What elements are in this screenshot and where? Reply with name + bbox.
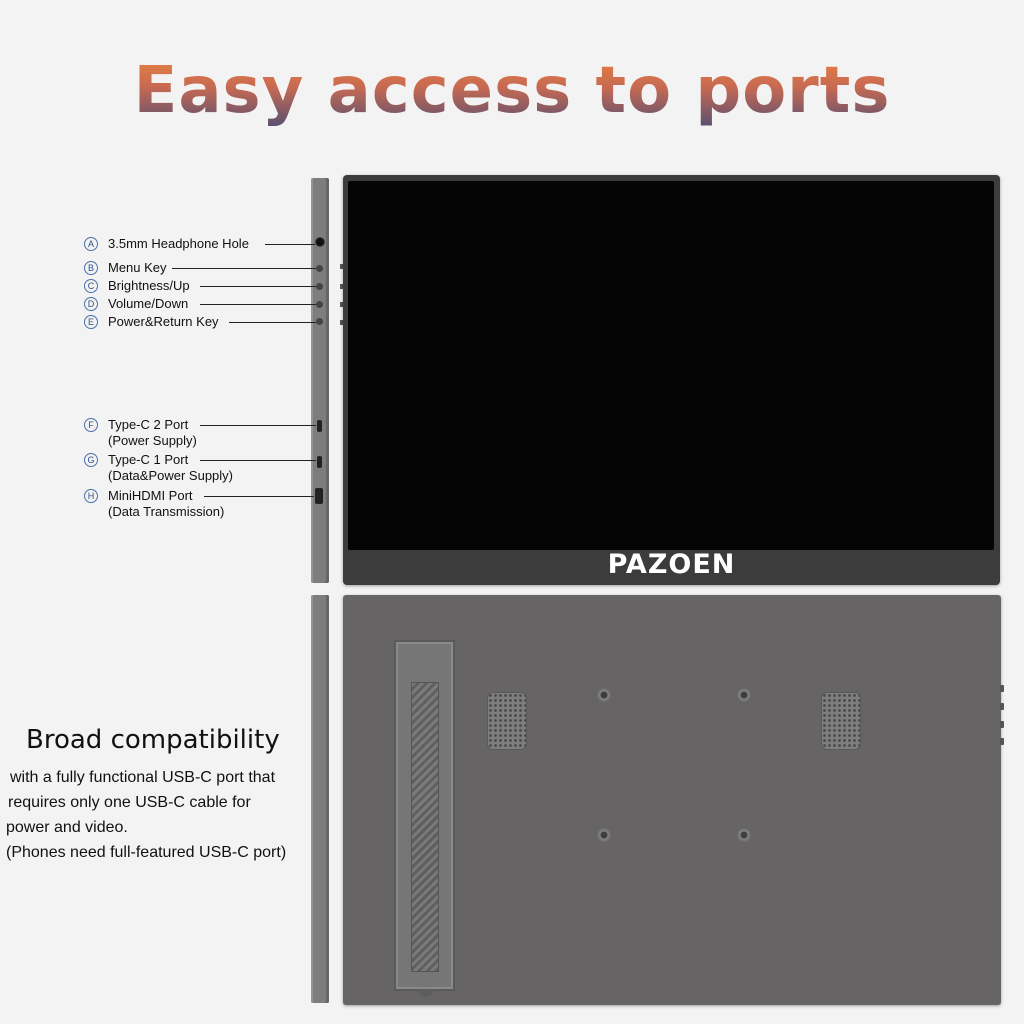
type-c-2-port — [317, 420, 322, 432]
letter-c-icon: C — [84, 279, 98, 293]
headphone-jack — [315, 237, 325, 247]
brand-logo: PAZOEN — [607, 549, 736, 580]
leader-line — [200, 460, 316, 461]
leader-line — [172, 268, 316, 269]
vesa-screw — [737, 688, 751, 702]
edge-button — [340, 284, 343, 289]
leader-line — [204, 496, 314, 497]
port-label-text: Brightness/Up — [108, 278, 190, 293]
monitor-side-profile-back — [311, 595, 329, 1003]
edge-button — [1000, 685, 1004, 692]
kickstand — [394, 640, 455, 997]
port-label-subtext: (Data Transmission) — [108, 504, 225, 519]
port-label-d: D Volume/Down — [84, 296, 188, 312]
letter-g-icon: G — [84, 453, 98, 467]
leader-line — [265, 244, 315, 245]
port-label-h: H MiniHDMI Port (Data Transmission) — [84, 488, 224, 520]
port-label-text: Volume/Down — [108, 296, 189, 311]
compatibility-heading: Broad compatibility — [26, 725, 280, 755]
speaker-grille-right — [821, 692, 861, 750]
edge-button — [1000, 703, 1004, 710]
compatibility-line: power and video. — [6, 819, 128, 836]
compatibility-line: with a fully functional USB-C port that — [10, 769, 276, 786]
vesa-screw — [597, 688, 611, 702]
port-label-text: Type-C 1 Port — [108, 452, 189, 467]
port-label-text: 3.5mm Headphone Hole — [108, 236, 249, 251]
compatibility-description: with a fully functional USB-C port that … — [6, 765, 306, 865]
port-label-g: G Type-C 1 Port (Data&Power Supply) — [84, 452, 233, 484]
volume-down-key — [316, 301, 323, 308]
kickstand-grip — [411, 682, 439, 972]
port-label-a: A 3.5mm Headphone Hole — [84, 236, 249, 252]
kickstand-tab — [418, 989, 434, 997]
port-label-text: Menu Key — [108, 260, 167, 275]
brightness-up-key — [316, 283, 323, 290]
port-label-text: Type-C 2 Port — [108, 417, 189, 432]
edge-button — [340, 264, 343, 269]
edge-button — [340, 302, 343, 307]
port-label-b: B Menu Key — [84, 260, 167, 276]
port-label-f: F Type-C 2 Port (Power Supply) — [84, 417, 197, 449]
letter-f-icon: F — [84, 418, 98, 432]
compatibility-line: requires only one USB-C cable for — [8, 794, 251, 811]
letter-a-icon: A — [84, 237, 98, 251]
leader-line — [229, 322, 316, 323]
type-c-1-port — [317, 456, 322, 468]
menu-key — [316, 265, 323, 272]
edge-button — [1000, 738, 1004, 745]
leader-line — [200, 304, 316, 305]
port-label-c: C Brightness/Up — [84, 278, 190, 294]
monitor-side-profile — [311, 178, 329, 583]
leader-line — [200, 425, 316, 426]
page-title: Easy access to ports — [0, 46, 1024, 136]
letter-h-icon: H — [84, 489, 98, 503]
speaker-grille-left — [487, 692, 527, 750]
power-return-key — [316, 318, 323, 325]
port-label-subtext: (Power Supply) — [108, 433, 197, 448]
port-label-subtext: (Data&Power Supply) — [108, 468, 233, 483]
monitor-screen — [348, 181, 994, 550]
monitor-back — [343, 595, 1004, 1005]
vesa-screw — [737, 828, 751, 842]
leader-line — [200, 286, 316, 287]
port-label-text: Power&Return Key — [108, 314, 219, 329]
edge-button — [1000, 721, 1004, 728]
monitor-front: PAZOEN — [343, 175, 1000, 585]
port-label-text: MiniHDMI Port — [108, 488, 193, 503]
letter-d-icon: D — [84, 297, 98, 311]
compatibility-line: (Phones need full-featured USB-C port) — [6, 844, 287, 861]
port-label-e: E Power&Return Key — [84, 314, 219, 330]
edge-button — [340, 320, 343, 325]
letter-b-icon: B — [84, 261, 98, 275]
mini-hdmi-port — [315, 488, 323, 504]
letter-e-icon: E — [84, 315, 98, 329]
vesa-screw — [597, 828, 611, 842]
